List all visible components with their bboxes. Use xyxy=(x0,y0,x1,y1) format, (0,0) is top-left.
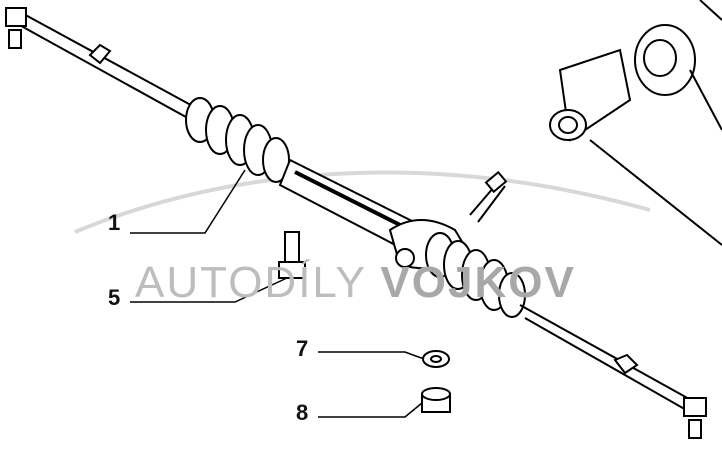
callout-5: 5 xyxy=(108,285,121,310)
leader-lines xyxy=(130,169,425,418)
left-tie-rod xyxy=(5,7,201,123)
watermark-light: AUTODÍLY xyxy=(135,258,381,307)
left-boot xyxy=(185,97,290,183)
rack-mounts xyxy=(549,0,722,246)
washer-7 xyxy=(422,350,450,368)
callout-8: 8 xyxy=(296,400,309,425)
watermark: AUTODÍLY VOJKOV xyxy=(135,258,576,308)
callout-1: 1 xyxy=(108,210,121,235)
bolt-5 xyxy=(278,231,306,279)
right-tie-rod xyxy=(519,304,707,439)
right-boot xyxy=(425,232,526,318)
callout-7: 7 xyxy=(296,336,309,361)
watermark-bold: VOJKOV xyxy=(380,258,576,307)
